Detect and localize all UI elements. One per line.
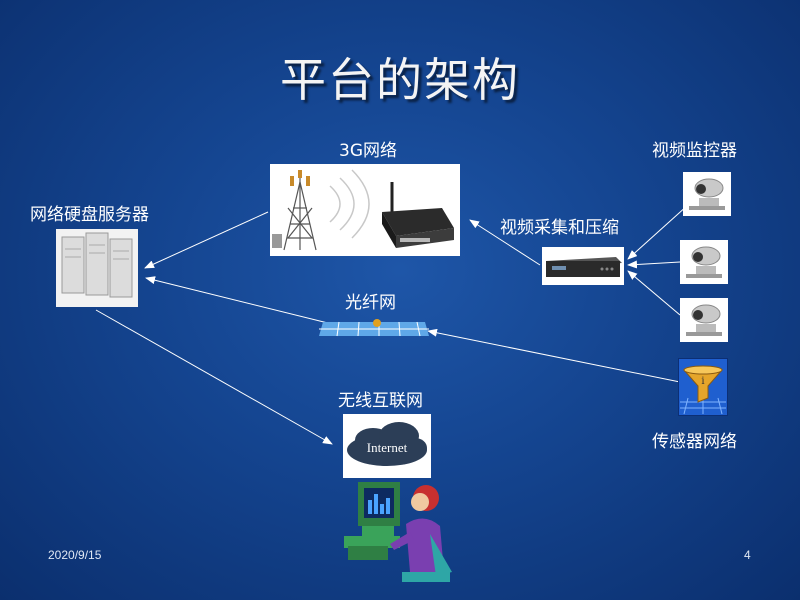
storage-server-node — [56, 229, 138, 307]
camera-node-2 — [680, 240, 728, 284]
label-3g-network: 3G网络 — [339, 141, 397, 161]
slide-title: 平台的架构 — [280, 53, 520, 107]
arrow-server-to-internet — [95, 309, 333, 445]
camera-node-1 — [683, 172, 731, 216]
computer-user-icon — [344, 482, 452, 582]
internet-cloud-icon: Internet — [343, 414, 431, 478]
wireless-internet-node: Internet — [343, 414, 431, 478]
arrow-camera1-to-encoder — [627, 204, 689, 260]
slide-date: 2020/9/15 — [48, 548, 102, 562]
label-sensor-network: 传感器网络 — [652, 432, 737, 452]
label-fiber-network: 光纤网 — [345, 293, 396, 313]
arrow-encoder-to-3g — [469, 219, 541, 266]
3g-network-node — [270, 164, 460, 256]
label-capture-compression: 视频采集和压缩 — [500, 218, 619, 238]
camera-node-3 — [680, 298, 728, 342]
arrow-3g-to-server — [144, 211, 269, 269]
camera-icon — [680, 240, 728, 284]
svg-text:i: i — [701, 376, 704, 387]
camera-icon — [683, 172, 731, 216]
server-icon — [56, 229, 138, 307]
cell-tower-and-router-icon — [270, 164, 460, 256]
arrow-sensor-to-fiber — [427, 328, 681, 383]
capture-compression-node — [542, 247, 624, 285]
camera-icon — [680, 298, 728, 342]
internet-cloud-text: Internet — [367, 440, 408, 455]
slide-page-number: 4 — [744, 548, 751, 562]
arrow-fiber-to-server — [145, 276, 341, 327]
label-storage-server: 网络硬盘服务器 — [30, 205, 149, 225]
arrow-camera2-to-encoder — [627, 260, 681, 269]
fiber-network-node — [317, 318, 429, 340]
sensor-network-node: i — [678, 358, 728, 416]
arrow-camera3-to-encoder — [627, 270, 681, 316]
label-video-monitor: 视频监控器 — [652, 141, 737, 161]
video-encoder-icon — [542, 247, 624, 285]
funnel-info-icon: i — [678, 358, 728, 416]
label-wireless-internet: 无线互联网 — [338, 391, 423, 411]
user-terminal-node — [340, 476, 452, 586]
fiber-map-icon — [319, 319, 429, 337]
